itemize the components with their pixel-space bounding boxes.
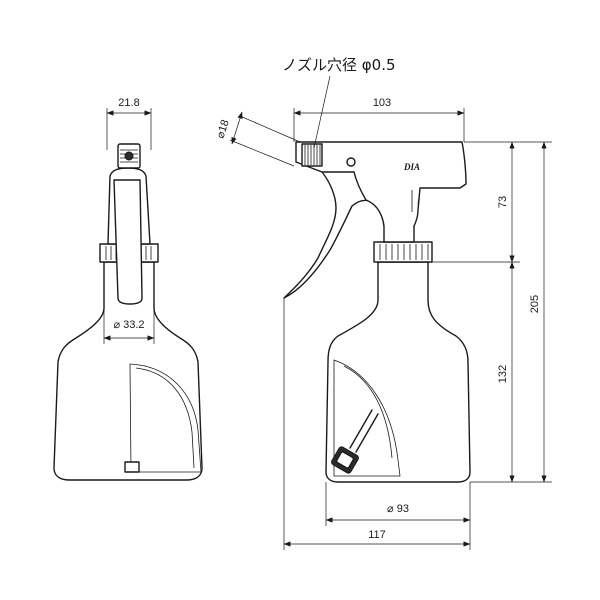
neck-diameter-dimension: ⌀ 33.2 [103,300,155,344]
trigger-length-label: 103 [373,97,391,109]
diameter-symbol: ⌀ [113,319,120,331]
screw [346,157,356,167]
front-view-cap [373,241,433,263]
bottle-diameter-dimension: ⌀ 93 [325,482,471,526]
brand-logo: DIA [403,162,420,172]
bottle-diameter-label: ⌀ 93 [387,503,409,515]
front-view-head [295,141,467,243]
front-view-trigger [283,171,385,299]
nozzle-diameter-dimension: ⌀18 [215,111,301,167]
bottle-height-label: 132 [497,365,509,383]
diameter-symbol: ⌀ [387,503,394,515]
front-view-window [333,359,401,477]
bottle-height-dimension: 132 [470,261,552,483]
total-depth-label: 117 [368,529,386,541]
side-width-dimension: 21.8 [106,97,152,150]
nozzle-diameter-label: ⌀18 [215,118,232,140]
total-height-dimension: 205 [529,141,547,483]
total-height-label: 205 [529,295,541,313]
side-view [53,143,203,481]
front-view-bottle [325,261,471,483]
side-view-window [129,363,202,473]
front-view: DIA [283,141,471,483]
neck-diameter-label: ⌀ 33.2 [113,319,144,331]
side-view-trigger [113,179,143,305]
side-view-bottle [53,261,203,481]
total-depth-dimension: 117 [283,298,471,550]
side-view-foot [124,461,140,473]
head-height-dimension: 73 [432,141,552,263]
head-height-label: 73 [497,196,509,208]
diameter-symbol: ⌀ [215,130,229,140]
dip-tube [349,409,373,449]
side-width-label: 21.8 [118,97,139,109]
trigger-length-dimension: 103 [293,97,465,142]
nozzle-hole-label: ノズル穴径 φ0.5 [282,56,396,74]
